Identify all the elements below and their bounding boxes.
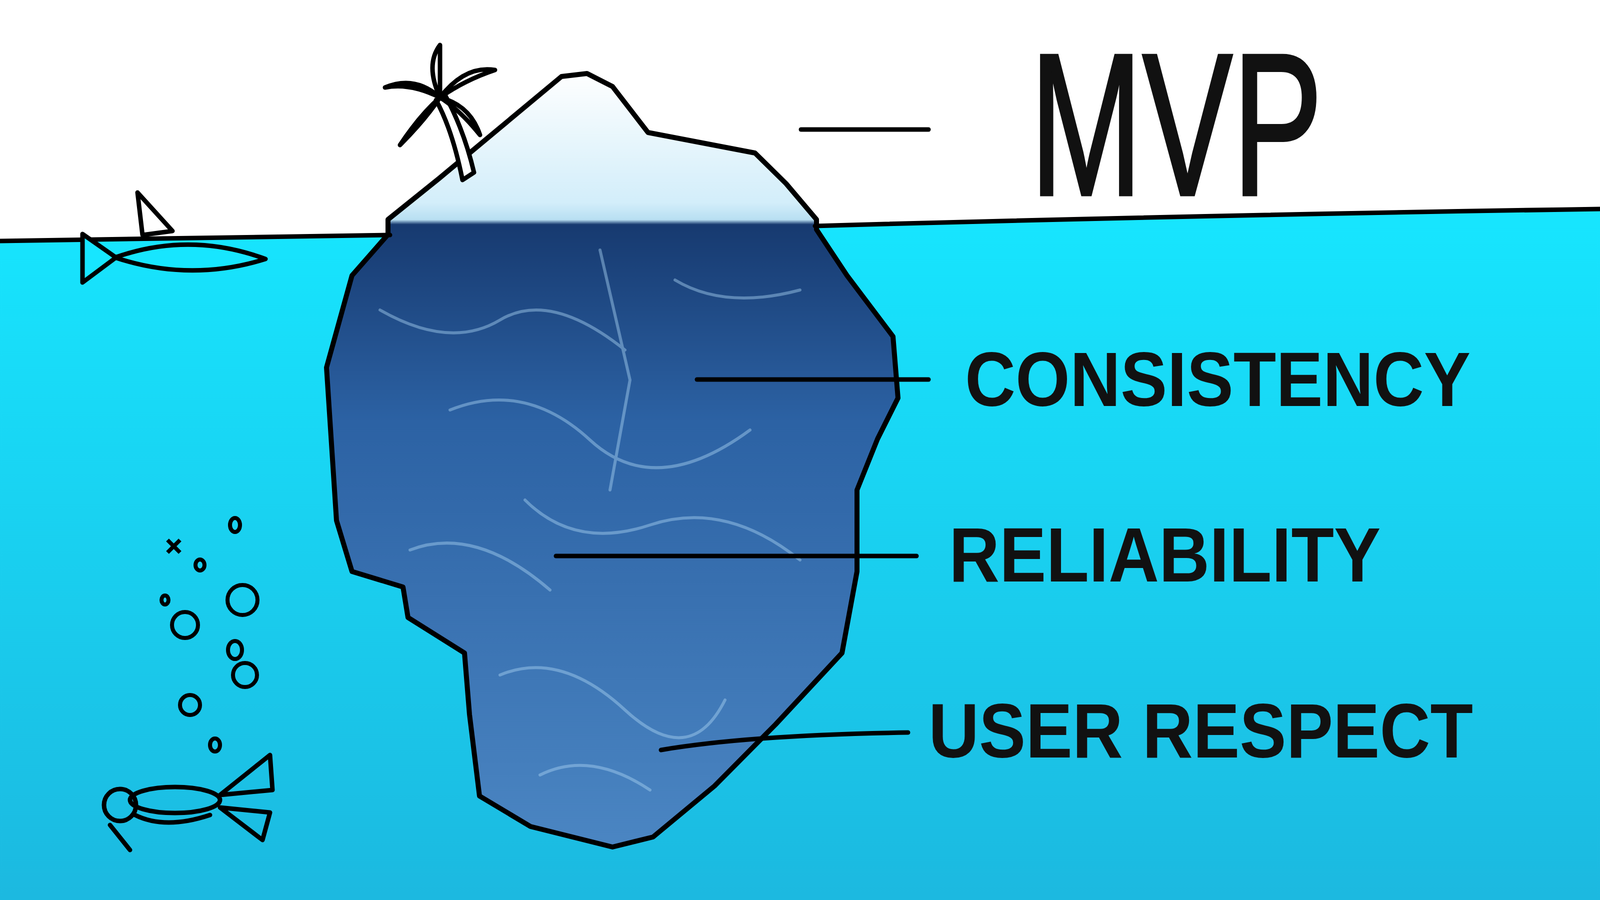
- ice-texture: [380, 250, 800, 790]
- layer-label: USER RESPECT: [928, 692, 1473, 770]
- leader-line: [697, 377, 929, 382]
- leader-lines: [556, 129, 929, 750]
- layer-label: RELIABILITY: [949, 516, 1381, 594]
- shark-symbol: [82, 192, 266, 283]
- leader-line: [556, 554, 917, 559]
- layer-label: CONSISTENCY: [965, 341, 1471, 418]
- diver-symbol: [104, 755, 273, 850]
- leader-line: [801, 127, 929, 132]
- bubbles: [161, 518, 258, 752]
- leader-line: [661, 732, 908, 750]
- waterline: [0, 235, 390, 241]
- palm-tree: [385, 45, 495, 180]
- headline-label: MVP: [1030, 24, 1323, 227]
- iceberg: [326, 73, 898, 847]
